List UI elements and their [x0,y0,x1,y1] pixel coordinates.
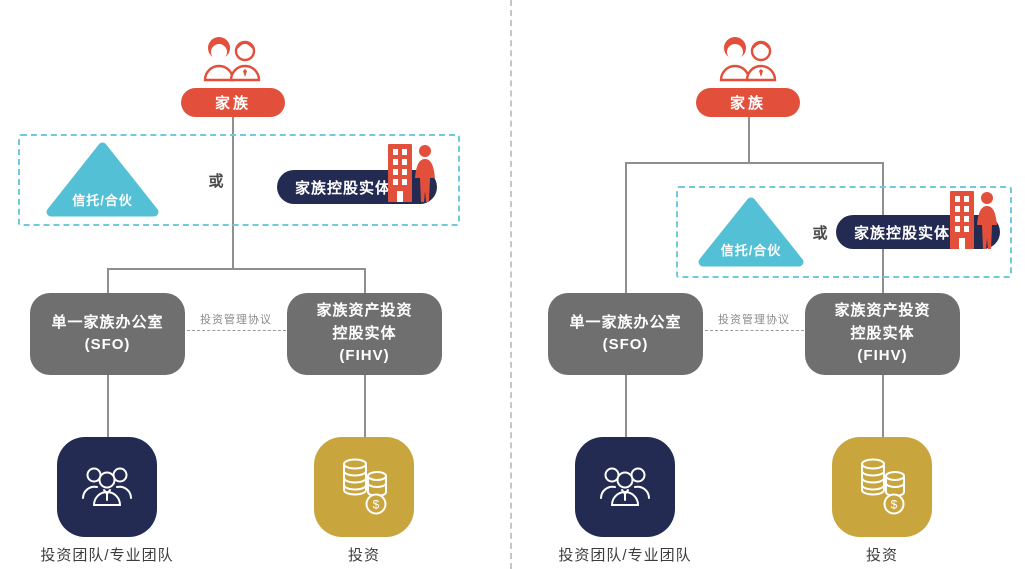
family-node: 家族 [696,88,800,117]
agreement-dashed-connector [187,330,286,331]
investment-team-label: 投资团队/专业团队 [558,547,692,564]
coins-stack-icon: $ [333,454,395,521]
connector-line [107,268,109,294]
building-woman-icon [946,185,1002,251]
fihv-node: 家族资产投资 控股实体 (FIHV) [287,293,442,375]
connector-line [364,375,366,438]
trust-partnership-triangle: 信托/合伙 [45,141,160,218]
connector-line [625,375,627,438]
sfo-label-line1: 单一家族办公室 [569,313,682,331]
panel-divider [510,0,512,569]
investment-label: 投资 [865,547,898,564]
investment-team-node [575,437,675,537]
fihv-label-line3: (FIHV) [339,347,390,365]
fihv-node: 家族资产投资 控股实体 (FIHV) [805,293,960,375]
family-label: 家族 [729,95,766,112]
connector-line [748,116,750,163]
svg-text:$: $ [373,497,380,511]
connector-line [107,268,365,270]
connector-line [364,268,366,294]
sfo-label-line2: (SFO) [84,336,131,353]
ownership-options-frame [18,134,460,226]
team-people-icon [77,455,137,520]
family-node: 家族 [181,88,285,117]
investment-node: $ [314,437,414,537]
team-people-icon [595,455,655,520]
trust-partnership-triangle: 信托/合伙 [697,196,805,268]
or-label: 或 [812,225,828,242]
fihv-label-line1: 家族资产投资 [834,302,931,320]
connector-line [107,375,109,438]
fihv-label-line2: 控股实体 [850,324,915,342]
building-woman-icon [384,138,440,204]
connector-line [625,162,883,164]
sfo-node: 单一家族办公室 (SFO) [30,293,185,375]
sfo-label-line1: 单一家族办公室 [51,313,164,331]
connector-line [882,375,884,438]
family-couple-icon [708,28,788,86]
fihv-label-line3: (FIHV) [857,347,908,365]
investment-management-agreement-label: 投资管理协议 [200,314,272,326]
family-label: 家族 [214,95,251,112]
trust-partnership-label: 信托/合伙 [72,193,133,208]
trust-partnership-label: 信托/合伙 [720,243,782,258]
coins-stack-icon: $ [851,454,913,521]
investment-node: $ [832,437,932,537]
ownership-options-frame [676,186,1012,278]
or-label: 或 [208,173,224,190]
connector-line [232,116,234,268]
fihv-label-line2: 控股实体 [332,324,397,342]
sfo-label-line2: (SFO) [602,336,649,353]
investment-label: 投资 [347,547,380,564]
svg-text:$: $ [891,497,898,511]
agreement-dashed-connector [705,330,804,331]
fihv-label-line1: 家族资产投资 [316,302,413,320]
family-holding-entity-label: 家族控股实体 [854,224,951,242]
connector-line [625,162,627,294]
investment-management-agreement-label: 投资管理协议 [718,314,790,326]
investment-team-node [57,437,157,537]
sfo-node: 单一家族办公室 (SFO) [548,293,703,375]
family-holding-entity-label: 家族控股实体 [295,179,392,197]
family-couple-icon [192,28,272,86]
investment-team-label: 投资团队/专业团队 [40,547,174,564]
